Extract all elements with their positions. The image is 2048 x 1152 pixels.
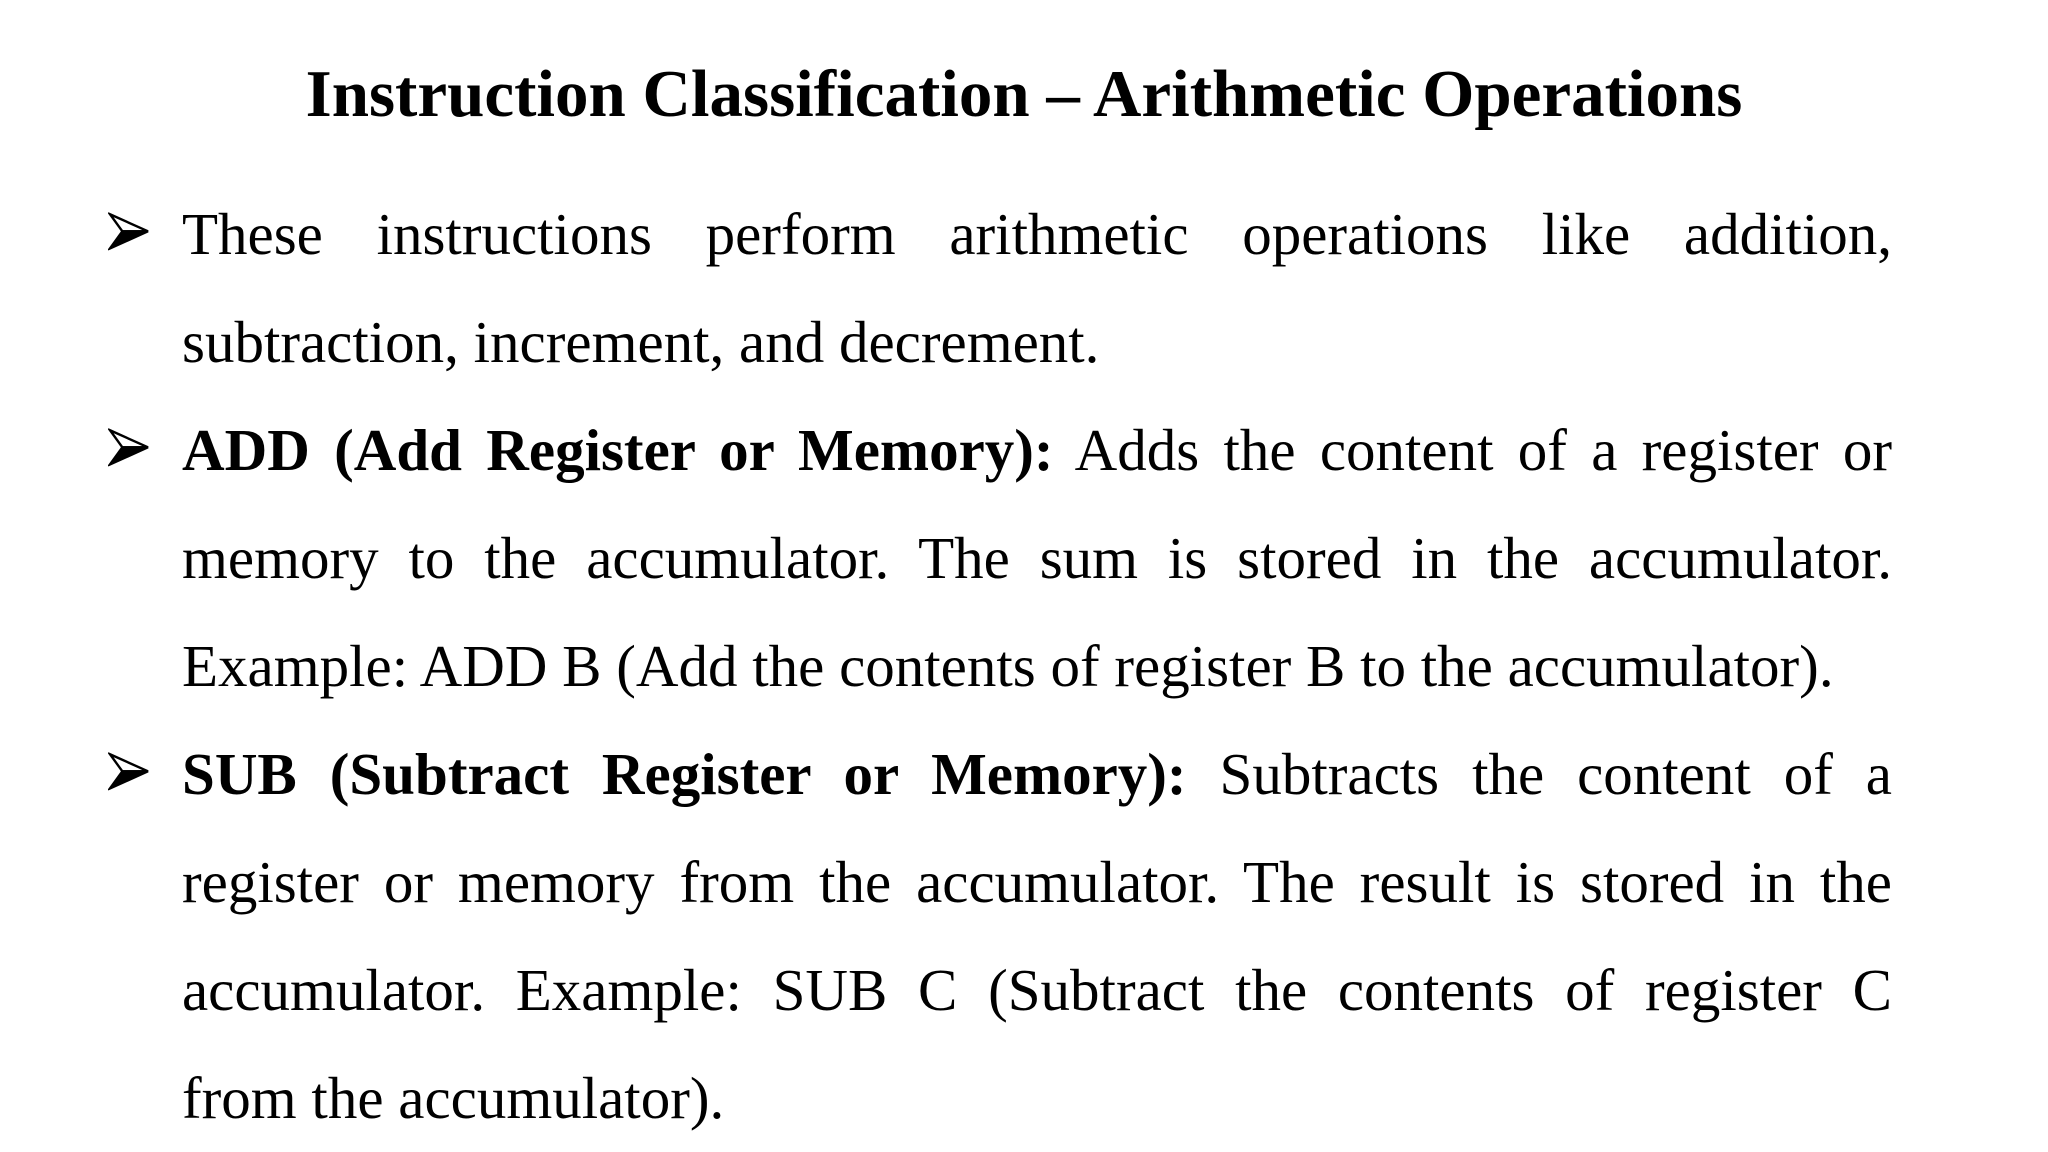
bullet-text: Adds the content of a register or: [1053, 417, 1893, 483]
bullet-2-line-3: Example: ADD B (Add the contents of regi…: [182, 612, 1892, 720]
bullet-lead-bold-text: ADD (Add Register or Memory):: [182, 417, 1054, 483]
bullet-list: These instructions perform arithmetic op…: [108, 180, 1893, 1152]
bullet-text: memory to the accumulator. The sum is st…: [182, 525, 1892, 591]
bullet-3-line-3: accumulator. Example: SUB C (Subtract th…: [182, 936, 1892, 1044]
arrowhead-bullet-icon: [108, 212, 149, 251]
arrowhead-bullet-icon: [108, 752, 149, 791]
bullet-text: accumulator. Example: SUB C (Subtract th…: [182, 957, 1892, 1023]
bullet-3-line-4: from the accumulator).: [182, 1044, 1892, 1152]
bullet-text: subtraction, increment, and decrement.: [182, 309, 1100, 375]
bullet-3-line-2: register or memory from the accumulator.…: [182, 828, 1892, 936]
bullet-2-line-2: memory to the accumulator. The sum is st…: [182, 504, 1892, 612]
bullet-lead-bold-text: SUB (Subtract Register or Memory):: [182, 741, 1187, 807]
bullet-text: Subtracts the content of a: [1186, 741, 1892, 807]
bullet-1-line-2: subtraction, increment, and decrement.: [182, 288, 1892, 396]
bullet-3-line-1: SUB (Subtract Register or Memory): Subtr…: [108, 720, 1892, 828]
bullet-text: Example: ADD B (Add the contents of regi…: [182, 633, 1834, 699]
slide-title: Instruction Classification – Arithmetic …: [305, 57, 1743, 131]
bullet-2-line-1: ADD (Add Register or Memory): Adds the c…: [108, 396, 1893, 504]
bullet-text: from the accumulator).: [182, 1065, 725, 1131]
bullet-text: These instructions perform arithmetic op…: [182, 201, 1892, 267]
arrowhead-bullet-icon: [108, 428, 149, 467]
bullet-1-line-1: These instructions perform arithmetic op…: [108, 180, 1892, 288]
bullet-text: register or memory from the accumulator.…: [182, 849, 1892, 915]
